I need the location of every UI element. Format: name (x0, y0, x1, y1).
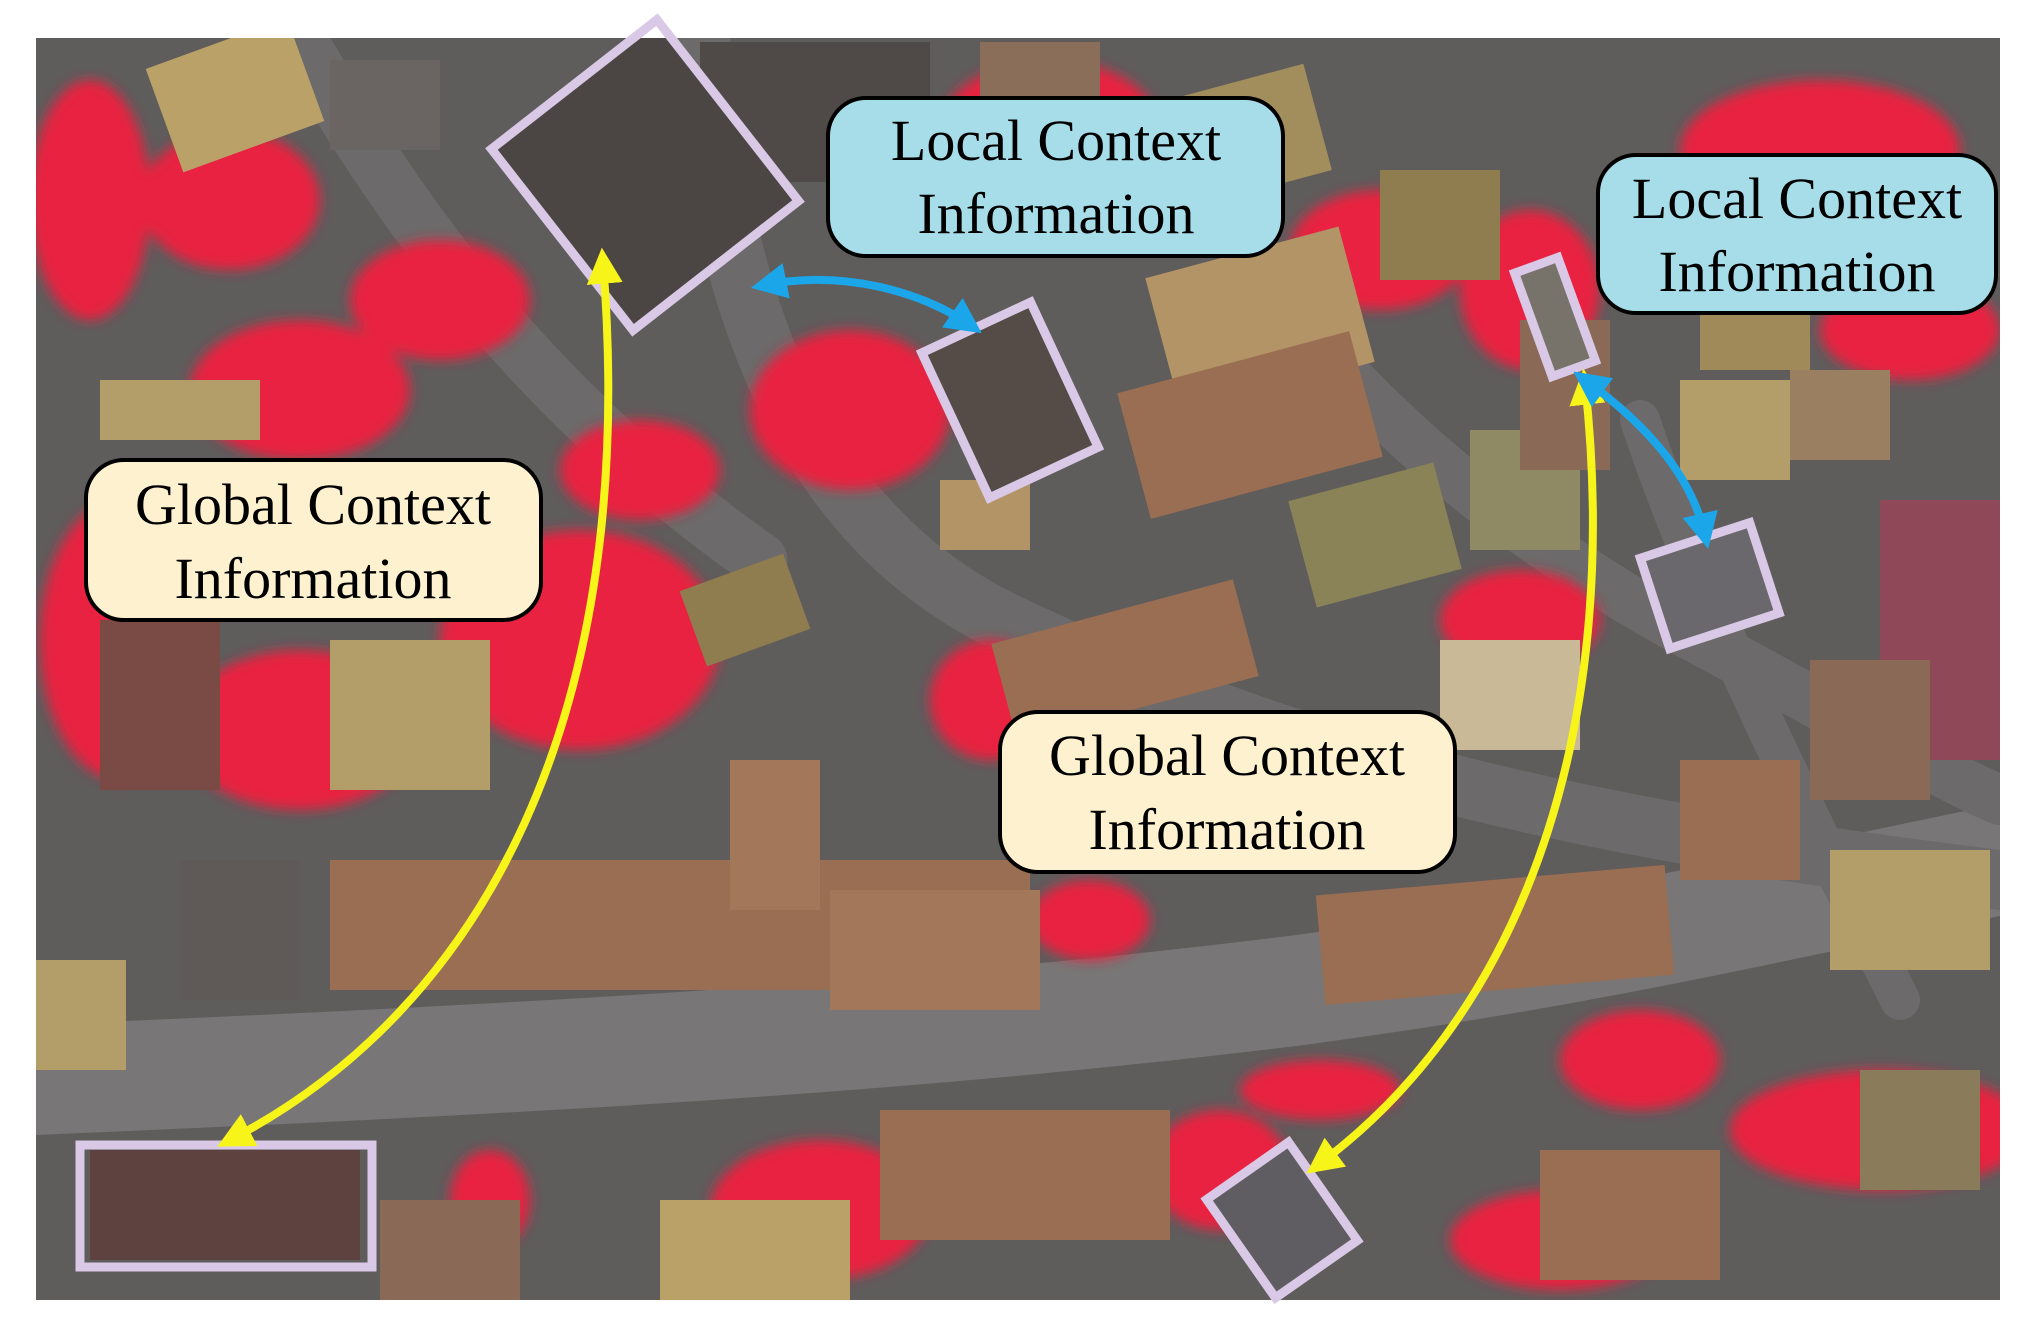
callout-global-left: Global Context Information (84, 458, 543, 622)
callout-global-center-line2: Information (1088, 797, 1365, 862)
callout-global-center: Global Context Information (998, 710, 1457, 874)
box-small-right (1508, 251, 1602, 383)
local-arrow-right (1573, 371, 1718, 550)
callout-local-right-line2: Information (1658, 239, 1935, 304)
callout-local-top: Local Context Information (826, 96, 1285, 258)
callout-global-left-line2: Information (174, 546, 451, 611)
global-arrow-left (217, 247, 623, 1147)
context-arrows (217, 247, 1718, 1174)
callout-local-right-line1: Local Context (1632, 166, 1962, 231)
target-regions (90, 19, 1780, 1298)
callout-local-top-line1: Local Context (891, 108, 1221, 173)
buildings (36, 17, 2000, 1300)
callout-local-top-line2: Information (917, 181, 1194, 246)
callout-local-right: Local Context Information (1596, 153, 1998, 315)
callout-global-center-line1: Global Context (1049, 723, 1405, 788)
box-parking-lot (1200, 1135, 1364, 1305)
local-arrow-top (750, 263, 982, 334)
callout-global-left-line1: Global Context (135, 472, 491, 537)
box-top-building (485, 13, 805, 337)
